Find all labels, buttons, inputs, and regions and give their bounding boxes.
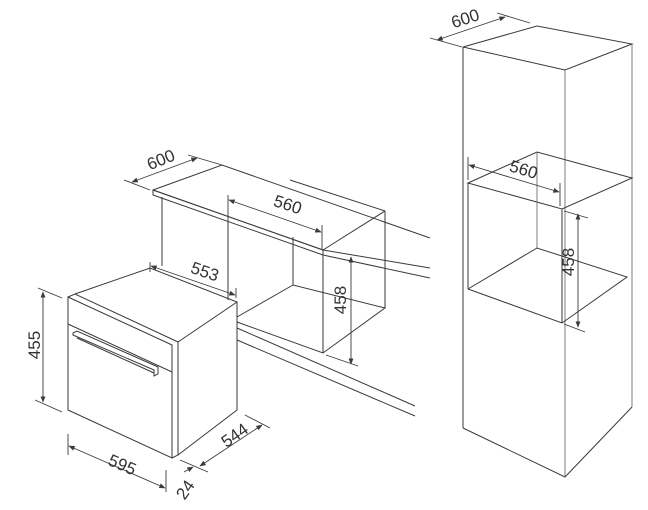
label-cabinet-cavity-width: 560 — [507, 157, 540, 183]
dim-cabinet-cavity-width: 560 — [467, 157, 561, 206]
label-counter-cavity-depth: 553 — [188, 258, 221, 285]
dim-front-thickness: 24 — [172, 466, 199, 503]
dim-counter-depth: 600 — [123, 146, 223, 191]
label-cabinet-cavity-height: 458 — [559, 248, 578, 276]
oven-drawing — [67, 267, 239, 459]
dim-cabinet-depth: 600 — [429, 5, 531, 48]
dim-counter-cavity-depth: 553 — [149, 258, 237, 298]
label-counter-cavity-height: 458 — [331, 286, 350, 314]
label-oven-width: 595 — [105, 451, 139, 480]
label-cabinet-depth: 600 — [449, 5, 482, 32]
tall-cabinet-drawing — [462, 25, 634, 478]
dim-counter-cavity-width: 560 — [227, 191, 323, 250]
dim-oven-height: 455 — [25, 287, 63, 413]
oven-handle — [72, 330, 159, 377]
dim-cabinet-cavity-height: 458 — [559, 210, 589, 333]
label-oven-depth: 544 — [218, 420, 252, 452]
dim-oven-width: 595 — [67, 434, 167, 492]
label-front-thickness: 24 — [172, 477, 198, 503]
label-oven-height: 455 — [25, 331, 44, 359]
dim-counter-cavity-height: 458 — [325, 256, 359, 367]
label-counter-cavity-width: 560 — [271, 191, 304, 218]
label-counter-depth: 600 — [144, 146, 177, 174]
